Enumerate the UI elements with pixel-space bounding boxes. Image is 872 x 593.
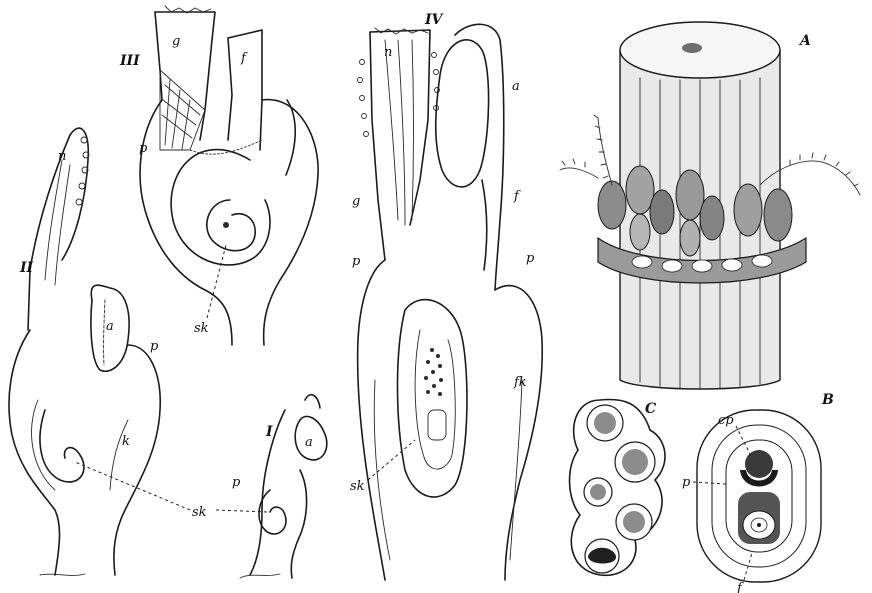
sk-leader-left [75,462,190,510]
figure-b-letter: B [821,392,834,408]
label-g: g [172,34,180,49]
bead [81,137,87,143]
figure-iv: IV n a g f p p fk sk [350,12,542,580]
ovule-chamber [398,300,467,497]
carpel-wall-lines [374,380,522,560]
label-cp: cp [718,413,734,428]
shared-sk: sk [75,462,268,520]
outer-body-left [140,100,232,345]
filament-f-left [482,180,487,270]
organ-n-iv-veins [385,40,414,225]
organ-g-torn-top [165,6,211,13]
cell-nucleus [622,449,648,475]
bead [362,114,367,119]
ovule-spot [223,222,229,228]
stigma-left [594,115,612,185]
label-p: p [139,141,148,156]
ovule-ii [40,410,84,482]
label-p-right: p [526,251,535,266]
hatched-cone [160,70,205,150]
label-f: f [736,581,744,593]
organ-f-outline [228,30,262,150]
ovule-inner [207,200,255,251]
inner-right-lobe [286,100,295,175]
label-sk: sk [350,479,365,494]
figure-i-numeral: I [265,424,273,440]
organ-n-veins [45,160,70,285]
cell-nucleus [623,511,645,533]
label-p-left: p [352,254,361,269]
label-sk: sk [194,321,209,336]
filament-f-right [455,24,504,290]
inner-ovule-dot [757,523,761,527]
bead [79,183,85,189]
label-f: f [240,51,248,66]
label-g: g [352,194,360,209]
organ-g-outline [155,12,215,140]
figure-iii-numeral: III [119,53,140,69]
body-left [9,330,60,575]
label-p: p [682,475,691,490]
figure-ii: II n a p k [9,128,160,575]
body-right [114,345,160,575]
cell-nucleus [590,484,606,500]
bead [434,70,439,75]
figure-iii: III g f p sk [119,6,318,345]
carpel-right [495,286,542,580]
figure-a: A [560,22,860,389]
tip-i [305,395,320,408]
bead [360,96,365,101]
organ-n-iv-left [370,32,385,260]
cell-nucleus [594,412,616,434]
figure-a-letter: A [798,33,811,49]
organ-f-left-edge [228,38,232,140]
stigma-left-2 [560,159,598,178]
figure-iv-numeral: IV [424,12,445,28]
embryo-sac [428,410,446,440]
figure-c-letter: C [645,401,656,417]
label-n: n [58,149,66,164]
sk-leader-right [216,510,268,512]
anther-dashed-line [104,300,105,365]
label-a: a [106,319,114,334]
anther-a-iv [436,40,489,187]
base-i [240,574,280,578]
sk-leader [207,245,226,318]
inner-line-ii [110,420,128,490]
bead [360,60,365,65]
label-n: n [384,45,392,60]
label-a: a [512,79,520,94]
figure-i: I a p [232,395,327,578]
central-cell [745,450,773,478]
stem-pith [682,43,702,53]
label-p: p [150,339,159,354]
organ-g-left-edge [155,12,162,100]
label-sk-shared: sk [192,505,207,520]
label-p: p [232,475,241,490]
body-i-right [291,470,306,578]
label-fk: fk [513,375,527,390]
figure-c: C [570,399,665,575]
label-f: f [513,189,521,204]
label-k: k [122,434,130,449]
figure-ii-numeral: II [19,260,34,276]
ovule-inner-iv [415,330,455,469]
carpel-left [358,260,385,580]
bead [432,53,437,58]
organ-n-iv-right [370,30,430,225]
base-ii [40,574,85,575]
bead [76,199,82,205]
bead [358,78,363,83]
bead [364,132,369,137]
granular-mass [424,348,443,396]
figure-b: B cp p f [682,392,834,593]
organ-n-left [28,135,70,330]
label-a: a [305,435,313,450]
